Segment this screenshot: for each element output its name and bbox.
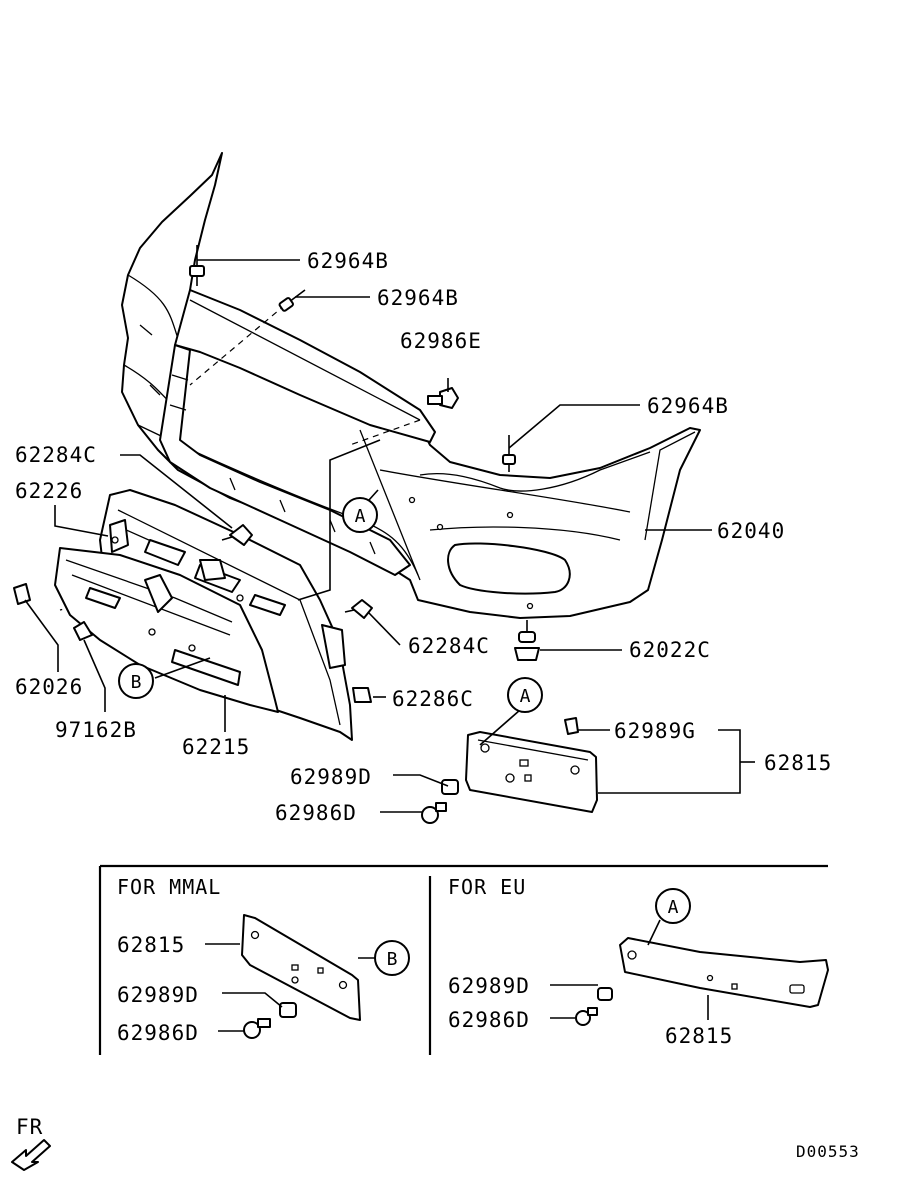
label-62986D-main: 62986D — [275, 801, 357, 825]
eu-grommet-62989D[interactable] — [597, 987, 613, 1001]
screw-62986D-main[interactable] — [421, 802, 447, 824]
mmal-leaders — [205, 943, 376, 1032]
inset-box — [98, 864, 828, 1055]
grille-62215[interactable] — [54, 547, 279, 713]
callout-a-eu: A — [655, 888, 691, 924]
mmal-grommet-62989D[interactable] — [279, 1002, 297, 1018]
eu-screw-62986D[interactable] — [575, 1007, 598, 1026]
license-bracket-62815[interactable] — [465, 731, 598, 813]
label-62286C: 62286C — [392, 687, 474, 711]
callout-a-bumper: A — [342, 497, 378, 533]
inset-eu-label-62815: 62815 — [665, 1024, 733, 1048]
svg-text:A: A — [668, 897, 679, 918]
screw-62284C-2[interactable] — [344, 599, 373, 619]
label-62284C-2: 62284C — [408, 634, 490, 658]
clip-62964B-3[interactable] — [502, 435, 516, 472]
callout-a-plate: A — [507, 677, 543, 713]
svg-text:A: A — [520, 686, 531, 707]
label-62284C-1: 62284C — [15, 443, 97, 467]
inset-eu-label-62989D: 62989D — [448, 974, 530, 998]
label-62989D-main: 62989D — [290, 765, 372, 789]
svg-text:A: A — [355, 506, 366, 527]
diagram-code: D00553 — [796, 1142, 860, 1161]
clip-62964B-1[interactable] — [189, 245, 205, 286]
label-62964B-3: 62964B — [647, 394, 729, 418]
label-62964B-2: 62964B — [377, 286, 459, 310]
screw-62284C-1[interactable] — [221, 524, 253, 546]
svg-text:B: B — [131, 672, 142, 693]
label-62040: 62040 — [717, 519, 785, 543]
inset-eu-title: FOR EU — [448, 875, 526, 899]
emblem-97162B[interactable] — [73, 621, 93, 641]
svg-text:B: B — [387, 949, 398, 970]
grommet-62989D-main[interactable] — [441, 779, 459, 795]
clip-62964B-2[interactable] — [278, 289, 306, 312]
label-62022C: 62022C — [629, 638, 711, 662]
label-62215: 62215 — [182, 735, 250, 759]
bolt-62986E[interactable] — [427, 387, 459, 409]
nut-62286C[interactable] — [352, 687, 372, 703]
front-direction-arrow-icon — [11, 1139, 51, 1171]
label-62989G: 62989G — [614, 719, 696, 743]
bumper-inner-frame — [159, 289, 436, 576]
mmal-screw-62986D[interactable] — [243, 1018, 271, 1039]
callout-b-mmal: B — [374, 940, 410, 976]
label-62226: 62226 — [15, 479, 83, 503]
clip-62022C[interactable] — [514, 620, 540, 661]
label-62026: 62026 — [15, 675, 83, 699]
label-62964B-1: 62964B — [307, 249, 389, 273]
inset-mmal-label-62815: 62815 — [117, 933, 185, 957]
clip-62989G[interactable] — [564, 717, 579, 735]
mmal-bracket-62815[interactable] — [241, 914, 361, 1021]
callout-b-grille: B — [118, 663, 154, 699]
eu-bracket-62815[interactable] — [619, 937, 829, 1008]
label-97162B: 97162B — [55, 718, 137, 742]
label-62986E: 62986E — [400, 329, 482, 353]
inset-mmal-label-62989D: 62989D — [117, 983, 199, 1007]
direction-label: FR — [16, 1115, 43, 1139]
cap-62026[interactable] — [13, 583, 31, 605]
inset-mmal-label-62986D: 62986D — [117, 1021, 199, 1045]
eu-leaders — [550, 919, 709, 1020]
inset-eu-label-62986D: 62986D — [448, 1008, 530, 1032]
inset-mmal-title: FOR MMAL — [117, 875, 221, 899]
label-62815-main: 62815 — [764, 751, 832, 775]
